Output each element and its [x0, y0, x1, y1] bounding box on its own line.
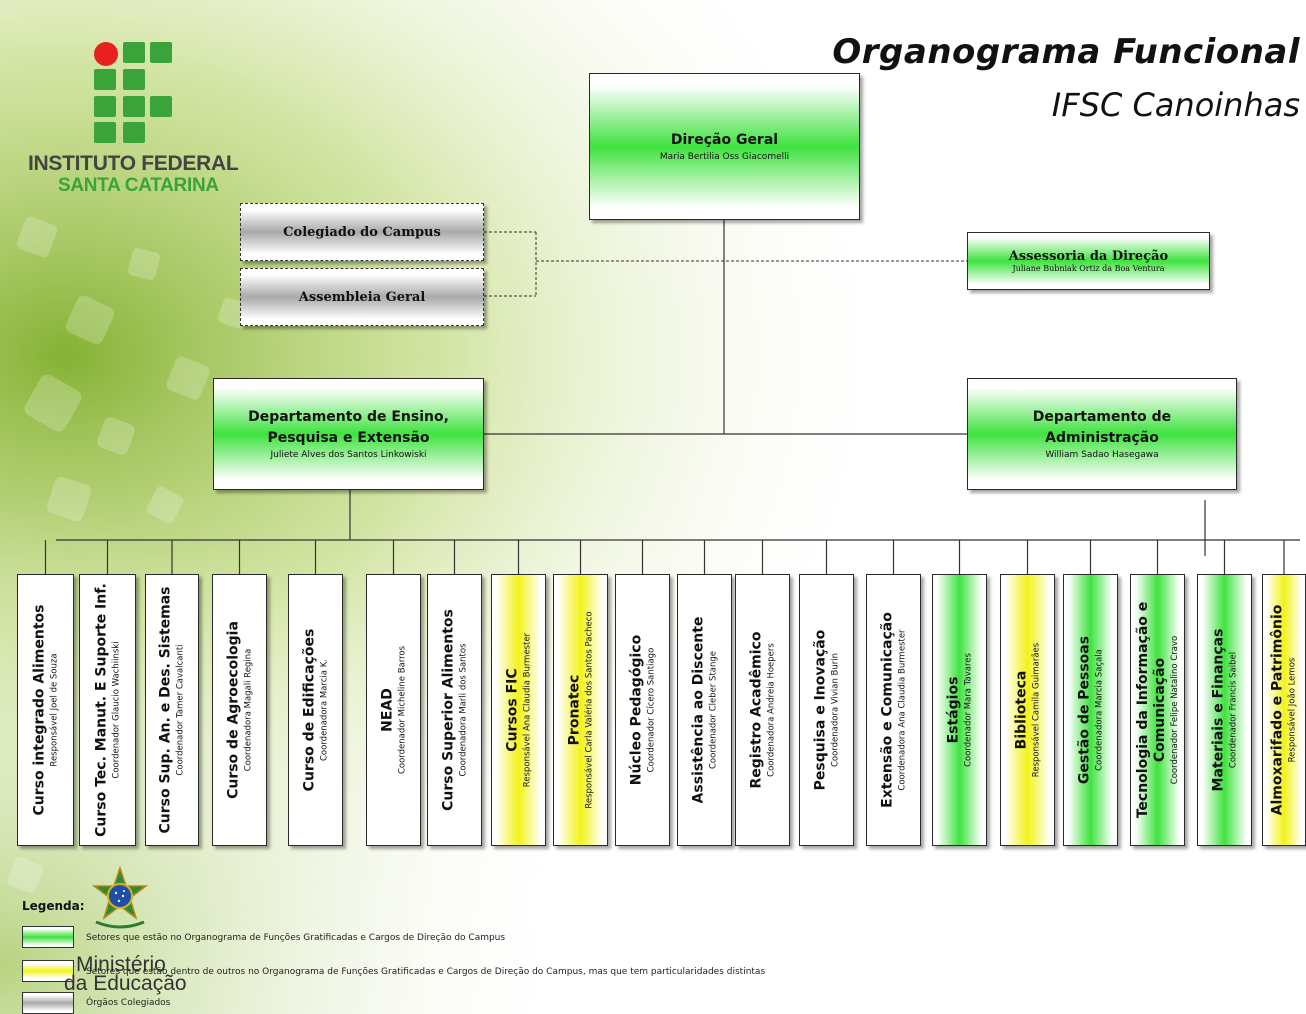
assembleia-box: Assembleia Geral	[240, 268, 484, 326]
unit-title: Biblioteca	[1013, 670, 1029, 750]
direcao-geral-name: Maria Bertilia Oss Giacomelli	[659, 152, 790, 162]
unit-responsible: Responsável Carla Valéria dos Santos Pac…	[584, 611, 594, 809]
unit-box: Curso Tec. Manut. E Suporte Inf.Coordena…	[79, 574, 136, 846]
page-subtitle: IFSC Canoinhas	[1051, 86, 1300, 124]
legend-swatch-green	[22, 926, 74, 948]
unit-responsible: Coordenador Cícero Santiago	[646, 647, 656, 773]
colegiado-box: Colegiado do Campus	[240, 203, 484, 261]
unit-title: Registro Acadêmico	[748, 631, 764, 789]
unit-title: Curso de Edificações	[301, 628, 317, 792]
unit-responsible: Coordenador Glaucio Wachiinski	[111, 641, 121, 779]
unit-title: Pesquisa e Inovação	[812, 629, 828, 791]
unit-responsible: Coordenadora Marcia K.	[319, 659, 329, 761]
assembleia-title: Assembleia Geral	[298, 289, 426, 305]
unit-title: Assistência ao Discente	[690, 616, 706, 804]
ministry-line1: Ministério	[76, 953, 166, 976]
unit-title: Curso Superior Alimentos	[440, 609, 456, 811]
legend-title: Legenda:	[22, 899, 85, 913]
page-title: Organograma Funcional	[832, 32, 1300, 72]
assessoria-name: Juliane Bubniak Ortiz da Boa Ventura	[1012, 264, 1165, 273]
unit-responsible: Coordenador Felipe Natalino Cravo	[1169, 635, 1180, 785]
unit-title: Extensão e Comunicação	[879, 612, 895, 808]
unit-responsible: Coordenadora Magali Regina	[243, 648, 253, 772]
direcao-geral-box: Direção Geral Maria Bertilia Oss Giacome…	[589, 73, 860, 220]
unit-title: Cursos FIC	[504, 668, 520, 752]
logo-text-line1: INSTITUTO FEDERAL	[28, 152, 239, 175]
unit-responsible: Coordenadora Vivian Burin	[830, 652, 840, 768]
unit-responsible: Coordenador Micheline Barros	[397, 645, 407, 775]
legend-text-yellow: Setores que estão dentro de outros no Or…	[86, 967, 766, 977]
unit-title: Núcleo Pedagógico	[628, 634, 644, 786]
assessoria-title: Assessoria da Direção	[1008, 249, 1169, 264]
unit-responsible: Coordenador Tamer Cavalcanti	[175, 644, 186, 776]
ministry-line2: da Educação	[64, 972, 187, 995]
unit-title: Curso Tec. Manut. E Suporte Inf.	[93, 583, 109, 837]
unit-responsible: Responsável Camila Guimarães	[1031, 642, 1041, 778]
legend-text-gray: Órgãos Colegiados	[86, 998, 171, 1008]
unit-responsible: Responsável Ana Claudia Burmester	[522, 632, 532, 788]
administracao-box: Departamento de Administração William Sa…	[967, 378, 1237, 490]
unit-title: Estágios	[945, 676, 961, 744]
assessoria-box: Assessoria da Direção Juliane Bubniak Or…	[967, 232, 1210, 290]
legend-text-green: Setores que estão no Organograma de Funç…	[86, 933, 506, 943]
ensino-box: Departamento de Ensino, Pesquisa e Exten…	[213, 378, 484, 490]
unit-title: Almoxarifado e Patrimônio	[1269, 604, 1286, 816]
unit-responsible: Responsável João Lemos	[1287, 657, 1298, 763]
logo-text-line2: SANTA CATARINA	[58, 175, 219, 196]
unit-responsible: Coordenador Cleber Stange	[708, 651, 718, 769]
ensino-name: Juliete Alves dos Santos Linkowiski	[270, 450, 427, 460]
administracao-title-line2: Administração	[1045, 430, 1159, 446]
brazil-coat-of-arms-icon	[91, 866, 149, 929]
administracao-name: William Sadao Hasegawa	[1045, 450, 1159, 460]
unit-title: Pronatec	[566, 674, 582, 746]
unit-responsible: Coordenadora Marli dos Santos	[458, 643, 468, 777]
ensino-title-line1: Departamento de Ensino,	[248, 409, 449, 425]
unit-title: Curso integrado Alimentos	[31, 604, 47, 816]
colegiado-title: Colegiado do Campus	[283, 224, 441, 240]
unit-title: Curso Sup. An. e Des. Sistemas	[157, 586, 174, 834]
unit-title: Curso de Agroecologia	[225, 621, 241, 799]
unit-responsible: Coordenadora Andreia Hoepers	[766, 643, 776, 777]
direcao-geral-title: Direção Geral	[670, 132, 779, 148]
unit-title: Tecnologia da Informação e Comunicação	[1134, 601, 1168, 819]
unit-responsible: Coordenadora Ana Claudia Burmester	[897, 629, 907, 791]
unit-title: Gestão de Pessoas	[1076, 635, 1092, 785]
unit-responsible: Coordenadora Marcia Saçala	[1094, 649, 1104, 771]
legend-swatch-yellow	[22, 960, 74, 982]
administracao-title-line1: Departamento de	[1032, 409, 1172, 425]
unit-title: Materiais e Finanças	[1210, 628, 1226, 792]
institute-logo	[94, 38, 174, 143]
logo-dot	[94, 42, 118, 66]
ensino-title-line2: Pesquisa e Extensão	[267, 430, 430, 446]
unit-responsible: Coordenador Francis Saibel	[1228, 651, 1238, 769]
unit-responsible: Coordenador Mara Tavares	[963, 653, 973, 767]
unit-title: NEAD	[379, 688, 395, 732]
unit-responsible: Responsável Joel de Souza	[49, 653, 59, 767]
